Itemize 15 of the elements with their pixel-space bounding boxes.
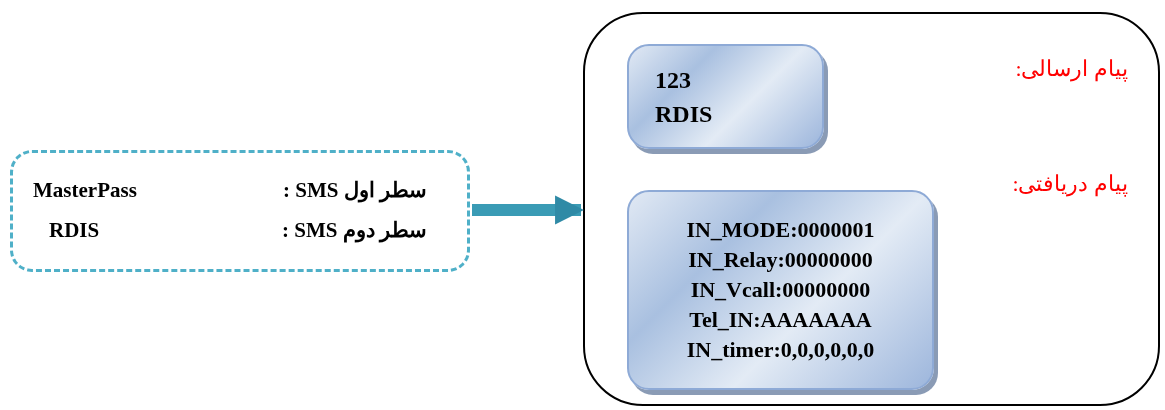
value-text: RDIS xyxy=(48,216,101,244)
message-text: Tel_IN:AAAAAAA xyxy=(689,306,872,334)
value-text: MasterPass xyxy=(33,177,138,204)
section-label: پیام دریافتی: xyxy=(1012,170,1128,199)
dashed-box xyxy=(10,150,470,272)
message-text: IN_Vcall:00000000 xyxy=(690,276,871,304)
block-arrow xyxy=(472,195,584,225)
message-text: IN_MODE:0000001 xyxy=(686,216,875,244)
message-text: IN_Relay:00000000 xyxy=(688,246,873,274)
message-text: 123 RDIS xyxy=(655,65,714,129)
field-label: سطر دوم SMS : xyxy=(282,216,427,245)
panel xyxy=(583,12,1160,406)
section-label: پیام ارسالی: xyxy=(1015,55,1128,84)
message-text: IN_timer:0,0,0,0,0,0 xyxy=(686,336,875,364)
field-label: سطر اول SMS : xyxy=(282,177,427,205)
